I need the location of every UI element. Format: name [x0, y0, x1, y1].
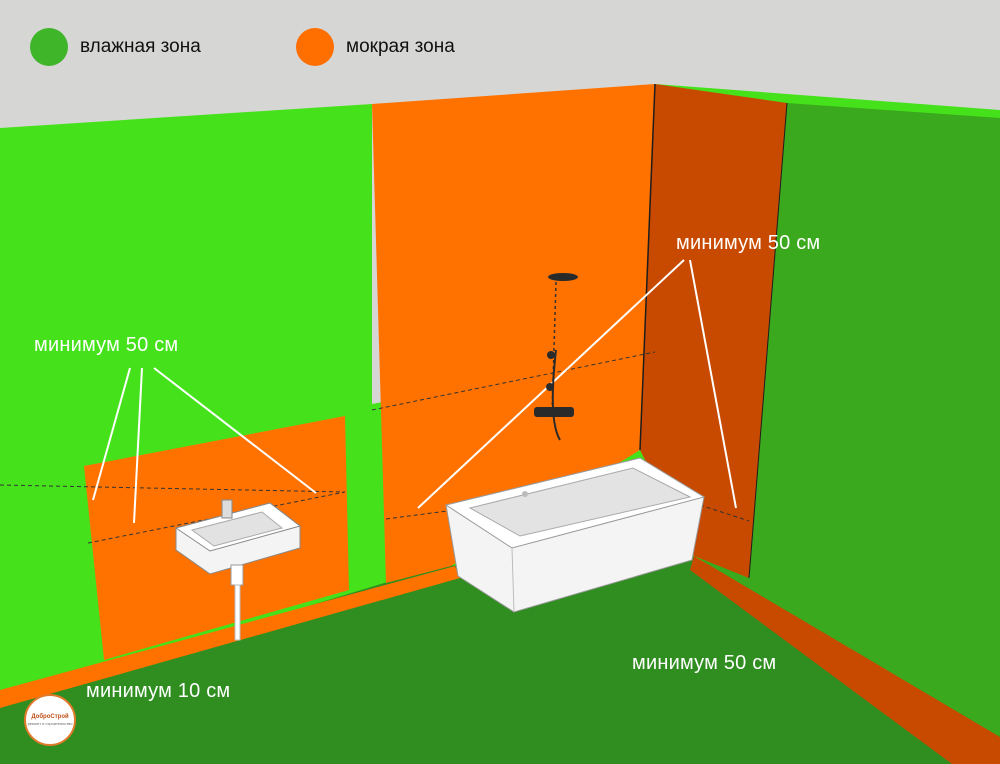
brand-logo: ДоброСтрой ремонт и строительство — [24, 694, 76, 746]
legend-label: мокрая зона — [346, 36, 455, 57]
height-line — [371, 351, 656, 411]
height-line — [87, 491, 346, 544]
height-line — [699, 504, 750, 522]
floor-sink-annotation: минимум 10 см — [86, 680, 231, 702]
logo-name: ДоброСтрой — [31, 714, 69, 720]
floor-bath-annotation: минимум 50 см — [632, 652, 777, 674]
damp-zone-swatch — [30, 28, 68, 66]
sink-wall-annotation: минимум 50 см — [34, 334, 179, 356]
floor-wet-strip — [0, 566, 460, 708]
sink-pointer-lines — [92, 367, 317, 524]
wall-edge — [639, 83, 656, 451]
wall-edge-right — [748, 102, 788, 579]
bathtub — [444, 457, 706, 613]
shower-fixture — [534, 273, 578, 441]
legend-label: влажная зона — [80, 36, 201, 57]
logo-sub: ремонт и строительство — [27, 721, 73, 726]
bath-wet-zone-side — [640, 84, 787, 578]
sink — [174, 499, 302, 641]
wet-zone-swatch — [296, 28, 334, 66]
height-line — [0, 484, 346, 493]
floor-wet-strip-right — [690, 556, 1000, 764]
legend-item-damp: влажная зона — [30, 28, 201, 66]
bath-wet-zone-back — [372, 84, 655, 583]
legend-item-wet: мокрая зона — [296, 28, 455, 66]
bath-wall-annotation: минимум 50 см — [676, 232, 821, 254]
